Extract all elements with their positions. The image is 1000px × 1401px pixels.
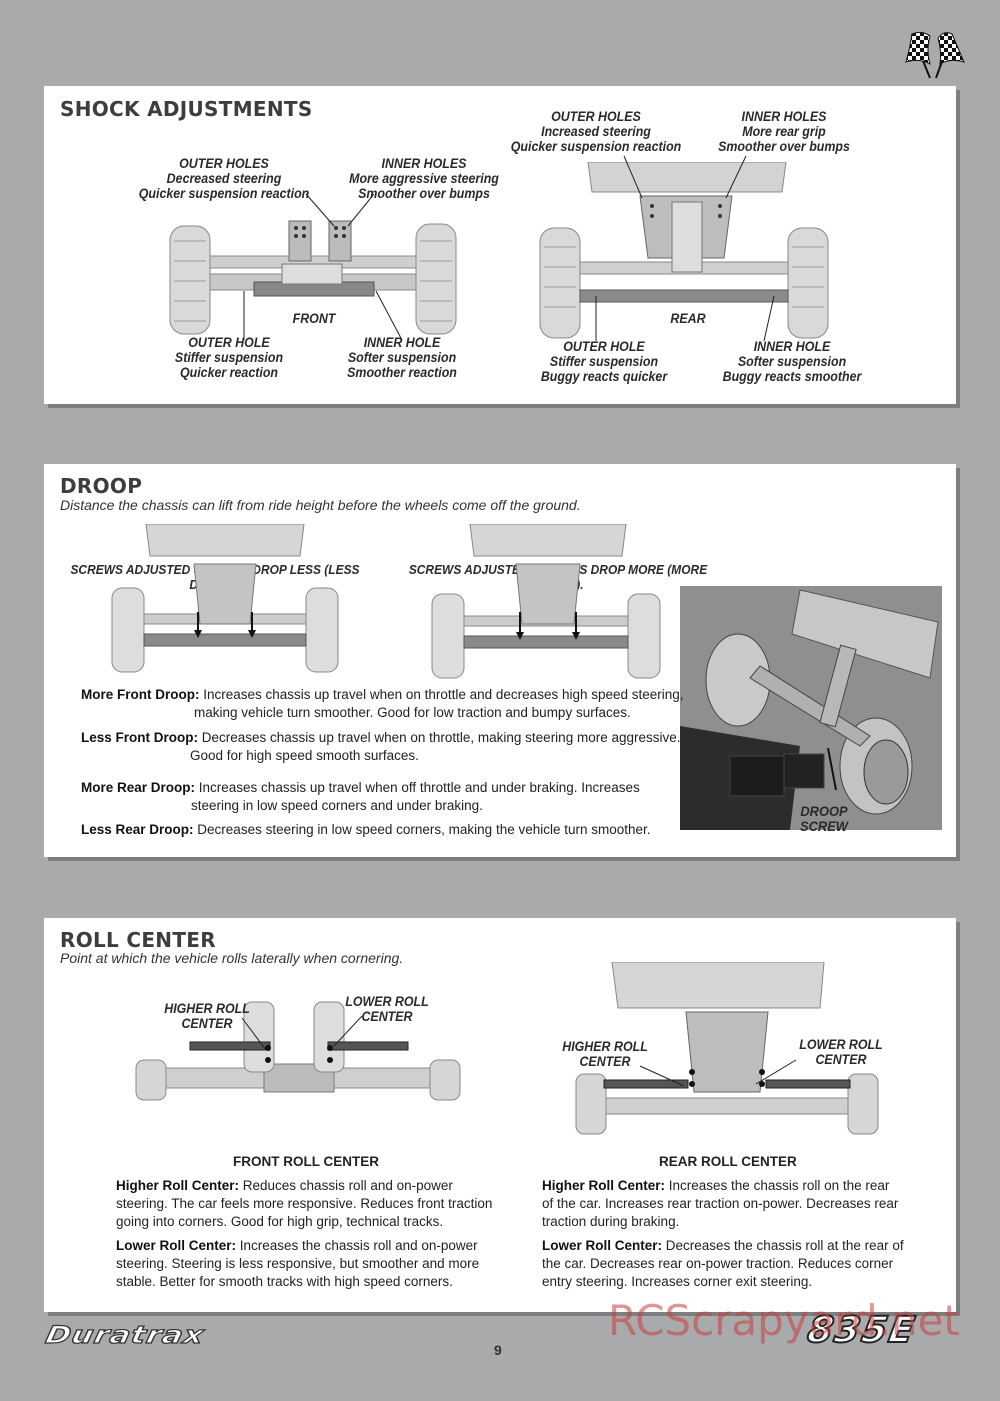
droop-screw-photo [680,586,942,830]
rear-lower-roll-text: Lower Roll Center: Decreases the chassis… [542,1238,904,1289]
droop-panel: DROOP Distance the chassis can lift from… [44,464,956,857]
droop-subtitle: Distance the chassis can lift from ride … [60,497,581,513]
duratrax-logo: Duratrax [42,1321,208,1350]
front-roll-center-heading: FRONT ROLL CENTER [233,1154,379,1169]
rear-label: REAR [670,311,706,326]
roll-center-panel: ROLL CENTER Point at which the vehicle r… [44,918,956,1312]
front-lower-roll-text: Lower Roll Center: Increases the chassis… [116,1238,480,1289]
page-number: 9 [494,1342,502,1358]
droop-item-less-rear: Less Rear Droop: Decreases steering in l… [81,822,651,837]
front-higher-roll-text: Higher Roll Center: Reduces chassis roll… [116,1178,493,1229]
droop-title: DROOP [60,474,143,498]
roll-title: ROLL CENTER [60,928,216,952]
droop-item-more-front: More Front Droop: Increases chassis up t… [81,687,684,720]
rear-leader-lines [595,155,775,342]
rear-suspension-illustration [539,162,829,339]
droop-item-less-front: Less Front Droop: Decreases chassis up t… [81,730,681,763]
front-label: FRONT [292,311,336,326]
rear-roll-center-heading: REAR ROLL CENTER [659,1154,797,1169]
front-suspension-illustration [169,220,457,335]
watermark: RCScrapyard.net [608,1296,960,1345]
less-droop-illustration [111,524,339,673]
front-roll-leaders [241,1015,363,1051]
front-leader-lines [243,193,403,341]
roll-subtitle: Point at which the vehicle rolls lateral… [60,950,404,966]
checkered-flags-icon [905,31,965,79]
droop-item-more-rear: More Rear Droop: Increases chassis up tr… [81,780,640,813]
rear-roll-center-illustration [575,962,879,1135]
rear-roll-leaders [639,1059,797,1087]
rear-higher-roll-text: Higher Roll Center: Increases the chassi… [542,1178,899,1229]
shock-title: SHOCK ADJUSTMENTS [60,97,313,121]
front-roll-center-illustration [135,1001,461,1101]
more-droop-illustration [431,524,661,679]
